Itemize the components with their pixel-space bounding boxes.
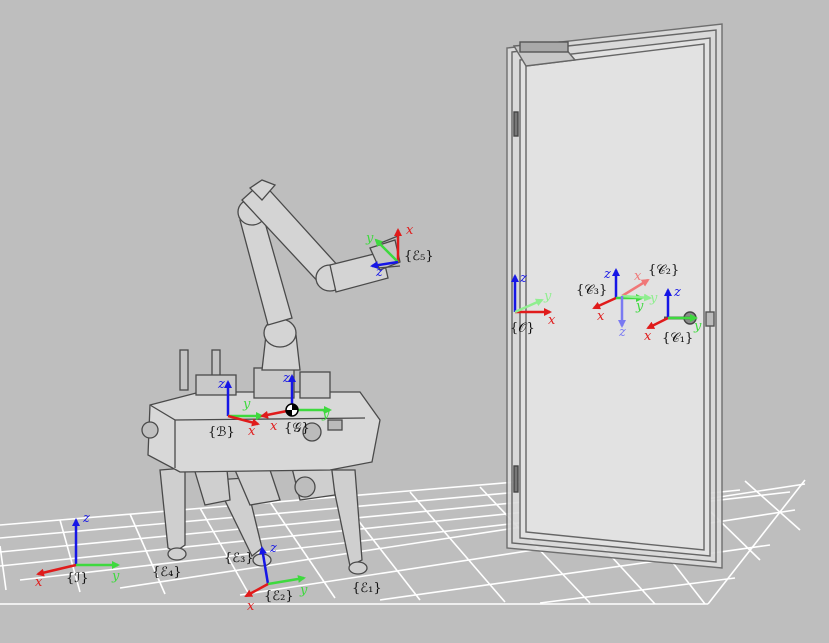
object-z-label: z [519,271,527,286]
ee5-x-label: x [406,223,414,238]
grasp-y-label: y [321,407,330,422]
frame-inertial: z y x {ℐ} [35,511,120,590]
c2-y-label: y [649,291,658,306]
inertial-frame-label: {ℐ} [66,571,89,586]
c2-frame-label: {𝒞₂} [648,263,679,278]
object-y-label: y [543,289,552,304]
ee5-z-label: z [375,265,383,280]
ee2-frame-label: {ℰ₂} [264,589,294,604]
c1-z-label: z [673,285,681,300]
ee5-y-label: y [365,231,374,246]
c3-y-label: y [635,299,644,314]
object-x-label: x [548,313,556,328]
c2-x-label: x [634,269,642,284]
door [506,23,723,569]
base-frame-label: {ℬ} [208,425,235,440]
ee3-frame-label: {ℰ₃} [224,551,254,566]
grasp-z-label: z [282,371,290,386]
base-z-label: z [217,377,225,392]
ee2-y-label: y [299,583,308,598]
frame-c1: z x y {𝒞₁} [644,285,702,346]
frame-grasp: z y x {𝒢} [260,371,332,436]
grasp-x-label: x [270,419,278,434]
ee1-frame-label: {ℰ₁} [352,581,382,596]
ee2-z-label: z [269,541,277,556]
base-x-label: x [248,424,256,439]
inertial-z-label: z [82,511,90,526]
robot-body [141,349,381,473]
c3-frame-label: {𝒞₃} [576,283,607,298]
frame-c2: x y z {𝒞₂} [618,263,679,340]
object-frame-label: {𝒪} [510,321,535,336]
inertial-x-label: x [35,575,43,590]
c1-y-label: y [693,319,702,334]
inertial-y-label: y [111,569,120,584]
c3-x-label: x [597,309,605,324]
ee4-frame-label: {ℰ₄} [152,565,182,580]
frame-object: z x y {𝒪} [510,271,556,336]
c1-frame-label: {𝒞₁} [662,331,693,346]
c2-z-label: z [618,325,626,340]
c3-z-label: z [603,267,611,282]
frame-ee5: x y z {ℰ₅} [365,223,434,280]
frame-base: z y x {ℬ} [208,377,264,440]
c1-x-label: x [644,329,652,344]
ee5-frame-label: {ℰ₅} [404,249,434,264]
grasp-frame-label: {𝒢} [284,421,310,436]
frame-ee2: z y x {ℰ₂} [244,541,308,614]
base-y-label: y [242,397,251,412]
ee2-x-label: x [247,599,255,614]
